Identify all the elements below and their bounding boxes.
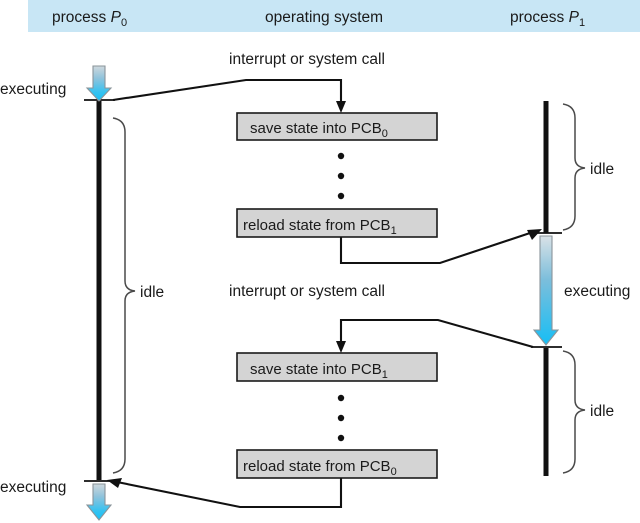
header-process-p1: process P1 (510, 9, 585, 29)
box-save-state-pcb0: save state into PCB0 (236, 112, 438, 141)
arrowhead-save-pcb0 (336, 101, 346, 113)
label-p1-executing: executing (564, 283, 630, 300)
arrowhead-save-pcb1 (336, 341, 346, 353)
box-save-state-pcb1: save state into PCB1 (236, 352, 438, 382)
label-p1-idle-bottom: idle (590, 403, 614, 420)
header-operating-system: operating system (265, 9, 383, 26)
brace-p1-idle-top (562, 103, 586, 231)
label-p0-executing-top: executing (0, 81, 66, 98)
arrow-p0-executing-bottom (85, 483, 113, 521)
brace-p0-idle (112, 117, 136, 474)
label-p0-idle: idle (140, 284, 164, 301)
box-reload-state-pcb0: reload state from PCB0 (236, 449, 438, 479)
box-label-reload-pcb0: reload state from PCB0 (243, 458, 397, 478)
header-process-p0: process P0 (52, 9, 127, 29)
arrowhead-p0-resume (107, 478, 122, 488)
box-label-reload-pcb1: reload state from PCB1 (243, 217, 397, 237)
brace-p1-idle-bottom (562, 350, 586, 474)
connector-reload-pcb1-to-p1 (339, 231, 534, 265)
label-p0-executing-bottom: executing (0, 479, 66, 496)
event-label-interrupt-middle: interrupt or system call (229, 283, 385, 300)
box-label-save-pcb1: save state into PCB1 (250, 361, 388, 381)
box-label-save-pcb0: save state into PCB0 (250, 120, 388, 140)
label-p1-idle-top: idle (590, 161, 614, 178)
connector-p0-to-save-pcb0 (112, 78, 343, 104)
arrow-p1-executing (532, 235, 560, 346)
connector-p1-to-save-pcb1 (339, 318, 534, 349)
ellipsis-dots-top (337, 152, 345, 200)
arrow-p0-executing-top (85, 65, 113, 102)
ellipsis-dots-bottom (337, 394, 345, 442)
header-band (28, 0, 640, 32)
arrowhead-p1-resume (527, 229, 542, 240)
connector-reload-pcb0-to-p0 (116, 478, 343, 509)
box-reload-state-pcb1: reload state from PCB1 (236, 208, 438, 238)
event-label-interrupt-top: interrupt or system call (229, 51, 385, 68)
